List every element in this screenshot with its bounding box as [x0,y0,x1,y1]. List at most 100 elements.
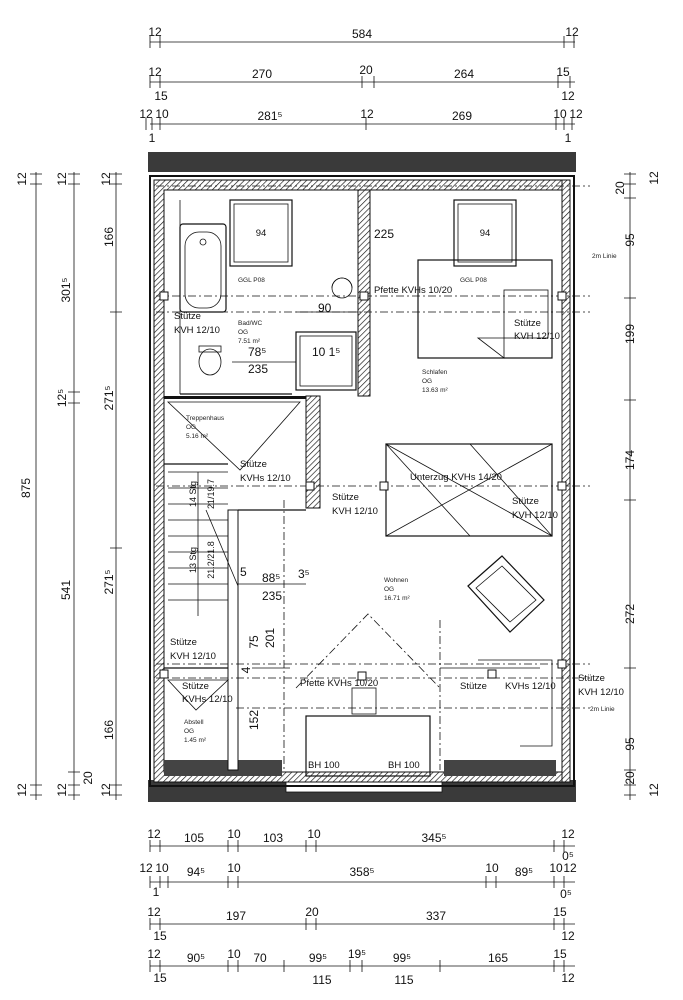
window-width-1: 94 [256,228,267,239]
dim-top-r2-d: 20 [359,63,373,77]
dim-top-r1-a: 12 [148,25,162,39]
post-size-2: KVH 12/10 [514,331,560,342]
dim-bot-r2-i: 10 [549,861,563,875]
building-shell [148,152,576,802]
dim-left-mid-a: 12 [55,172,69,186]
pfette-top-label: Pfette KVHs 10/20 [374,285,452,296]
post-size-3: KVHs 12/10 [240,473,291,484]
dim-top-r3-e: 12 [360,107,374,121]
dim-bot-r2-j: 12 [563,861,577,875]
line-2m-top: 2m Linie [592,253,617,260]
bottom-dimension-chains: 12 105 10 103 10 345⁵ 12 0⁵ 12 10 1 94⁵ … [139,827,577,987]
dim-left-inner-b: 166 [102,227,116,247]
post-size-9: KVH 12/10 [578,687,624,698]
post-label-1: Stütze [174,311,201,322]
stair-count-1: 14 Stg [188,481,198,507]
pfette-bottom-label: Pfette KVHs 10/20 [300,678,378,689]
staircase: 14 Stg 21/19.7 13 Stg 21.2/21.8 [166,401,301,711]
dim-right-g: 95 [623,737,637,751]
dim-bot-r4-e: 70 [253,951,267,965]
dim-bot-r1-b: 105 [184,831,204,845]
right-dimension-chain: 20 12 95 199 174 272 95 20 12 [613,171,661,800]
dim-top-r3-f: 269 [452,109,472,123]
dim-bot-r4-k: 165 [488,951,508,965]
dim-bot-r1-e: 10 [307,827,321,841]
dim-225: 225 [374,227,394,241]
post-label-8: Stütze [460,681,487,692]
dim-top-r2-e: 264 [454,67,474,81]
dim-top-r3-a: 12 [139,107,153,121]
dim-bot-r3-e: 337 [426,909,446,923]
dim-885: 88⁵ [262,571,280,585]
dim-top-r2-b: 15 [154,89,168,103]
dim-left-outer-b: 875 [19,478,33,498]
dim-right-b: 12 [647,171,661,185]
store-floor: OG [184,728,194,735]
stair-rise-1: 21/19.7 [206,479,216,509]
dim-top-r2-f: 15 [556,65,570,79]
dim-bot-r4-a: 12 [147,947,161,961]
dim-152: 152 [247,710,261,730]
stair-room-name: Treppenhaus [186,415,225,422]
unterzug-label: Unterzug KVHs 14/20 [410,472,502,483]
toilet-icon [198,348,222,376]
dim-right-h: 20 [623,771,637,785]
dim-bot-r3-g: 12 [561,929,575,943]
dim-bot-r4-d: 10 [227,947,241,961]
dim-bot-r1-f: 345⁵ [422,831,447,845]
stair-rise-2: 21.2/21.8 [206,541,216,579]
bedroom-note: GGL P08 [460,277,487,284]
dim-right-f: 272 [623,604,637,624]
chair-icon [351,687,377,715]
store-name: Abstell [184,719,204,726]
dim-bot-r3-a: 12 [147,905,161,919]
inner-dimensions: 225 90 78⁵ 235 10 1⁵ 88⁵ 3⁵ 235 5 75 201… [232,227,394,770]
unterzug-beam: Unterzug KVHs 14/20 [385,443,553,537]
store-area: 1.45 m² [184,737,207,744]
gable-desk [252,613,553,777]
dim-left-inner-f: 12 [99,783,113,797]
dim-bot-r4-i: 99⁵ [393,951,411,965]
sill-height-1: BH 100 [308,760,340,771]
dim-bot-r2-k: 0⁵ [560,887,572,901]
dim-bot-r2-h: 89⁵ [515,865,533,879]
structural-labels: Stütze KVH 12/10 Pfette KVHs 10/20 Stütz… [170,253,624,771]
stair-room-floor: OG [186,424,196,431]
dim-bot-r1-h: 0⁵ [562,849,574,863]
dim-bot-r4-m: 12 [561,971,575,985]
dim-bot-r4-c: 90⁵ [187,951,205,965]
dim-bot-r3-f: 15 [553,905,567,919]
dim-bot-r2-f: 358⁵ [350,865,375,879]
post-label-2: Stütze [514,318,541,329]
roof-windows: 94 94 [229,199,517,267]
armchair-icon [467,555,545,633]
post-size-6: KVH 12/10 [170,651,216,662]
dim-left-outer-a: 12 [15,172,29,186]
dim-right-d: 199 [623,324,637,344]
dim-bot-r1-a: 12 [147,827,161,841]
dim-top-r1-b: 584 [352,27,372,41]
dim-left-inner-a: 12 [99,172,113,186]
roof-window-bedroom [453,199,517,267]
dim-5: 5 [240,565,247,579]
dim-235b: 235 [262,589,282,603]
dim-bot-r4-b: 15 [153,971,167,985]
dim-top-r3-i: 1 [565,131,572,145]
bath-floor: OG [238,329,248,336]
bedroom-floor: OG [422,378,432,385]
dim-left-mid-e: 20 [81,771,95,785]
shower-tray-icon [295,331,357,391]
stair-count-2: 13 Stg [188,547,198,573]
dim-bot-r4-l: 15 [553,947,567,961]
dim-top-r3-g: 10 [553,107,567,121]
post-label-3: Stütze [240,459,267,470]
dim-left-mid-c: 12⁵ [55,389,69,407]
dim-bot-r2-e: 10 [227,861,241,875]
dim-75: 75 [247,635,261,649]
living-floor: OG [384,586,394,593]
dim-bot-r2-b: 10 [155,861,169,875]
stair-room-area: 5.16 m² [186,433,209,440]
post-label-9: Stütze [578,673,605,684]
dim-left-mid-d: 541 [59,580,73,600]
post-size-4: KVH 12/10 [332,506,378,517]
